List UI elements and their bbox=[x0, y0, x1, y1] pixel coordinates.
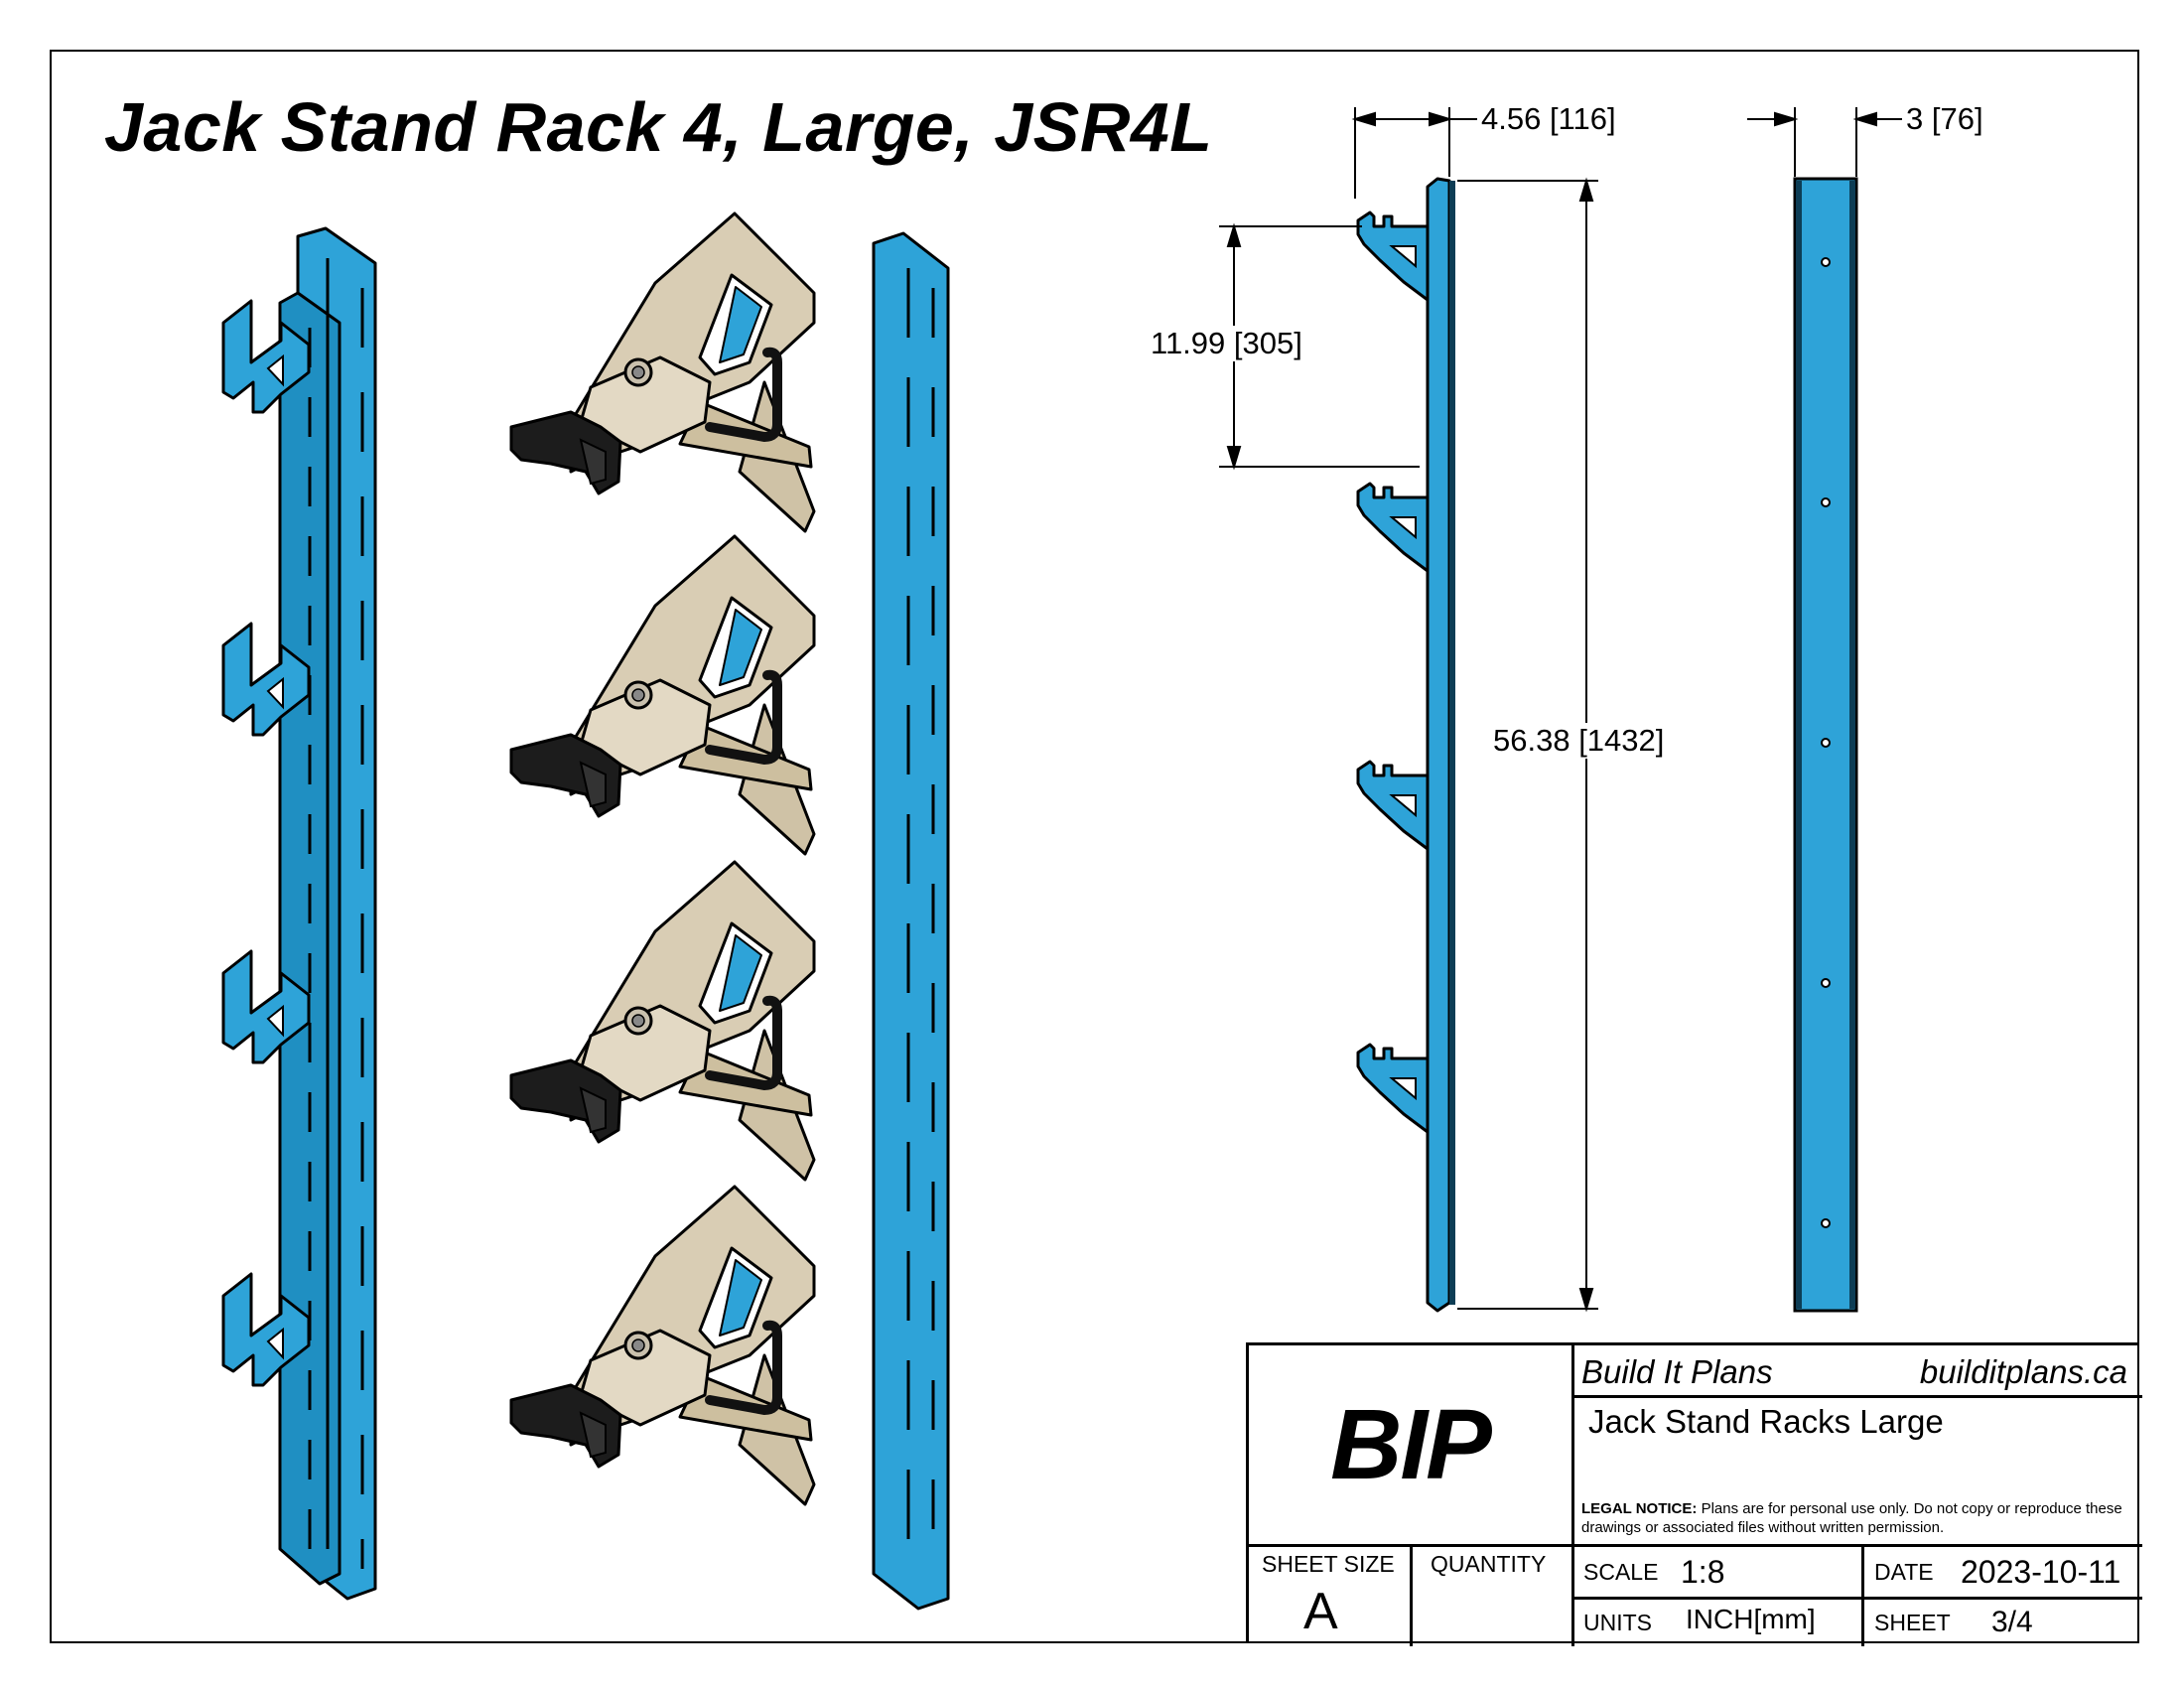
drawing-title: Jack Stand Rack 4, Large, JSR4L bbox=[104, 88, 1213, 166]
dim-height: 56.38 [1432] bbox=[1489, 723, 1669, 759]
units-value: INCH[mm] bbox=[1686, 1604, 1816, 1634]
units-label: UNITS bbox=[1583, 1610, 1652, 1635]
company-website: builditplans.ca bbox=[1919, 1353, 2127, 1390]
scale-label: SCALE bbox=[1583, 1559, 1659, 1585]
date-value: 2023-10-11 bbox=[1961, 1554, 2121, 1590]
jack-stand-3 bbox=[511, 862, 814, 1180]
jack-stand-1 bbox=[511, 213, 814, 531]
iso-rack-with-stands bbox=[511, 213, 950, 1611]
bip-logo: BIP bbox=[1330, 1388, 1492, 1500]
sheet-label: SHEET bbox=[1874, 1610, 1951, 1635]
jack-stand-2 bbox=[511, 536, 814, 854]
side-profile-view bbox=[1356, 177, 1455, 1313]
iso-rack-left bbox=[221, 226, 377, 1601]
sheet-size-label: SHEET SIZE bbox=[1262, 1551, 1395, 1577]
drawing-frame bbox=[50, 50, 2139, 1643]
legal-notice-text: Plans are for personal use only. Do not … bbox=[1581, 1500, 2122, 1536]
title-block: BIP Build It Plans builditplans.ca Jack … bbox=[1246, 1342, 2142, 1646]
jack-stand-4 bbox=[511, 1187, 814, 1504]
quantity-label: QUANTITY bbox=[1431, 1551, 1547, 1577]
legal-notice-label: LEGAL NOTICE: bbox=[1581, 1500, 1698, 1517]
scale-value: 1:8 bbox=[1681, 1554, 1725, 1590]
company-name: Build It Plans bbox=[1581, 1353, 1773, 1390]
date-label: DATE bbox=[1874, 1559, 1934, 1585]
dim-spacing: 11.99 [305] bbox=[1147, 326, 1306, 361]
project-name: Jack Stand Racks Large bbox=[1588, 1403, 1944, 1440]
sheet-value: 3/4 bbox=[1991, 1606, 2033, 1638]
dim-depth: 4.56 [116] bbox=[1477, 101, 1620, 137]
dim-width: 3 [76] bbox=[1902, 101, 1987, 137]
front-view bbox=[1793, 177, 1858, 1313]
sheet-size-value: A bbox=[1303, 1583, 1338, 1640]
legal-notice: LEGAL NOTICE: Plans are for personal use… bbox=[1581, 1499, 2137, 1537]
